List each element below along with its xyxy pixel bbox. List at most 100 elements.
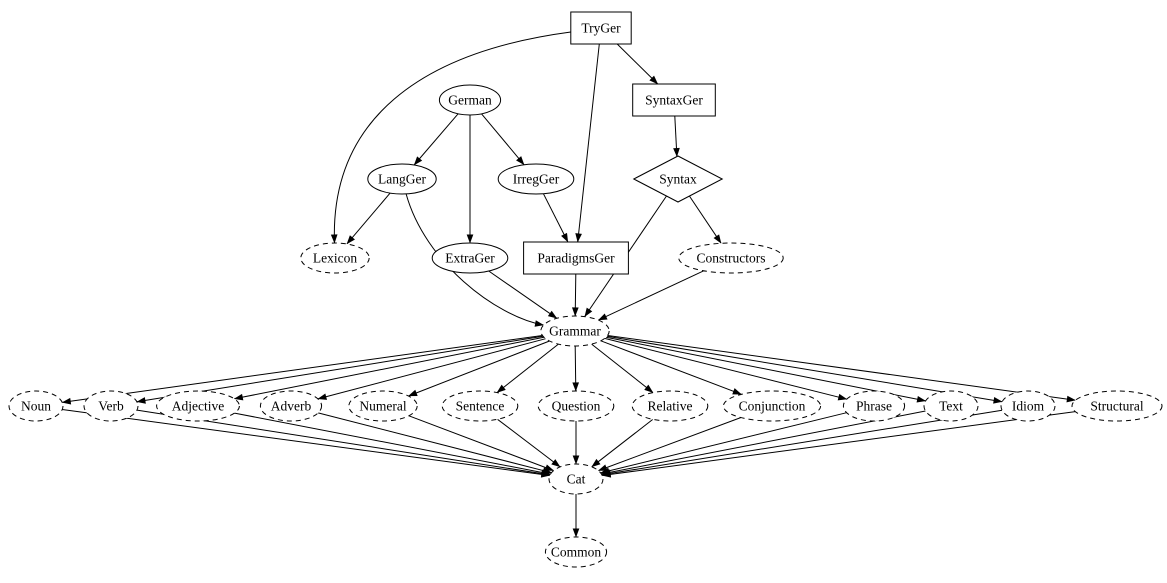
ellipse-outline — [156, 390, 240, 422]
rect-outline — [523, 241, 629, 275]
node-label: SyntaxGer — [645, 93, 703, 108]
node-label: Question — [552, 399, 601, 414]
ellipse-outline — [631, 390, 709, 422]
edge-german-to-langger — [413, 113, 459, 166]
ellipse-outline — [544, 536, 608, 568]
node-label: Sentence — [456, 399, 505, 414]
edge-adverb-to-cat — [317, 412, 552, 474]
edge-grammar-to-phrase — [604, 337, 848, 401]
node-label: Adverb — [271, 399, 312, 414]
node-label: Cat — [567, 472, 586, 487]
node-label: Phrase — [856, 399, 892, 414]
node-constructors: Constructors — [678, 242, 784, 274]
node-label: Syntax — [659, 172, 697, 187]
rect-outline — [632, 83, 716, 117]
edge-extrager-to-grammar — [488, 270, 558, 319]
ellipse-outline — [497, 163, 575, 195]
node-label: Common — [551, 545, 602, 560]
node-label: Relative — [648, 399, 693, 414]
node-label: Numeral — [359, 399, 406, 414]
edge-grammar-to-numeral — [408, 340, 550, 397]
node-relative: Relative — [631, 390, 709, 422]
node-common: Common — [544, 536, 608, 568]
ellipse-outline — [540, 315, 610, 347]
edge-constructors-to-grammar — [597, 270, 704, 321]
edge-noun-to-cat — [62, 409, 551, 478]
node-label: Adjective — [172, 399, 224, 414]
node-phrase: Phrase — [842, 390, 906, 422]
edge-grammar-to-text — [606, 336, 927, 403]
ellipse-outline — [923, 390, 979, 422]
edge-irregger-to-paradigmsger — [542, 193, 569, 243]
node-label: ExtraGer — [445, 251, 495, 266]
edge-paradigmsger-to-grammar — [571, 273, 579, 317]
edge-tryger-to-lexicon — [330, 31, 571, 244]
edge-grammar-to-structural — [607, 335, 1076, 403]
node-label: German — [448, 93, 492, 108]
node-tryger: TryGer — [570, 11, 632, 45]
edge-german-to-irregger — [481, 113, 525, 166]
node-structural: Structural — [1071, 390, 1163, 422]
node-label: IrregGer — [513, 172, 560, 187]
node-lexicon: Lexicon — [300, 242, 370, 274]
ellipse-outline — [1000, 390, 1056, 422]
edge-conjunction-to-cat — [597, 417, 742, 472]
ellipse-outline — [83, 390, 139, 422]
edge-phrase-to-cat — [600, 412, 847, 475]
ellipse-outline — [548, 463, 604, 495]
edge-idiom-to-cat — [601, 409, 1003, 477]
node-extrager: ExtraGer — [431, 242, 509, 274]
node-langger: LangGer — [367, 163, 437, 195]
node-cat: Cat — [548, 463, 604, 495]
node-label: LangGer — [378, 172, 426, 187]
edge-structural-to-cat — [601, 411, 1076, 478]
node-label: Structural — [1090, 399, 1143, 414]
edge-syntaxger-to-syntax — [673, 115, 680, 158]
edge-syntax-to-constructors — [688, 195, 722, 244]
edge-grammar-to-question — [572, 345, 580, 392]
ellipse-outline — [367, 163, 437, 195]
node-label: Noun — [21, 399, 51, 414]
ellipse-outline — [8, 390, 64, 422]
node-label: Conjunction — [739, 399, 806, 414]
node-adverb: Adverb — [259, 390, 323, 422]
edge-langger-to-grammar — [405, 193, 545, 327]
ellipse-outline — [259, 390, 323, 422]
node-label: Idiom — [1012, 399, 1045, 414]
node-question: Question — [537, 390, 615, 422]
edge-tryger-to-syntaxger — [616, 43, 659, 85]
edge-grammar-to-noun — [61, 335, 543, 405]
ellipse-outline — [678, 242, 784, 274]
node-label: TryGer — [581, 21, 621, 36]
node-conjunction: Conjunction — [722, 390, 822, 422]
node-label: Verb — [98, 399, 124, 414]
ellipse-outline — [300, 242, 370, 274]
edge-grammar-to-relative — [591, 343, 654, 393]
node-syntax: Syntax — [632, 155, 724, 203]
ellipse-outline — [537, 390, 615, 422]
edge-text-to-cat — [601, 410, 926, 476]
edge-numeral-to-cat — [408, 415, 555, 472]
edge-grammar-to-sentence — [496, 343, 559, 393]
node-irregger: IrregGer — [497, 163, 575, 195]
node-label: Text — [939, 399, 963, 414]
node-paradigmsger: ParadigmsGer — [523, 241, 629, 275]
ellipse-outline — [1071, 390, 1163, 422]
edges-layer — [61, 31, 1076, 538]
edge-adjective-to-cat — [234, 412, 551, 476]
ellipse-outline — [842, 390, 906, 422]
edge-relative-to-cat — [591, 419, 654, 468]
node-numeral: Numeral — [348, 390, 418, 422]
node-label: Lexicon — [313, 251, 357, 266]
node-adjective: Adjective — [156, 390, 240, 422]
diamond-outline — [632, 155, 724, 203]
ellipse-outline — [441, 390, 519, 422]
edge-grammar-to-adjective — [233, 336, 544, 401]
edge-grammar-to-adverb — [317, 338, 546, 400]
ellipse-outline — [431, 242, 509, 274]
ellipse-outline — [348, 390, 418, 422]
node-german: German — [438, 84, 502, 116]
